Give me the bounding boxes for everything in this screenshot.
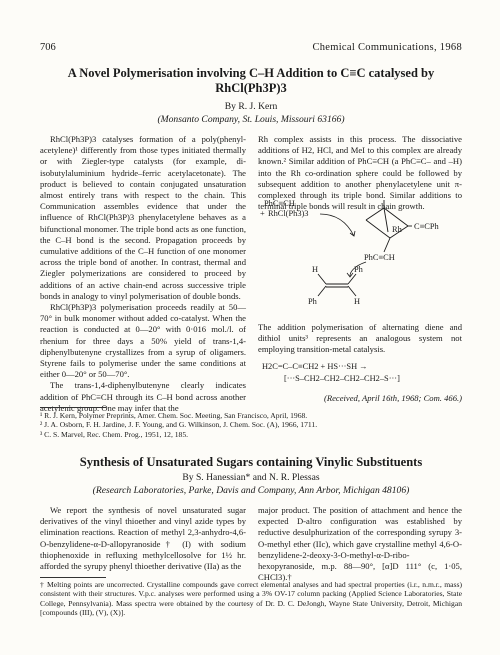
- polymer-equation-line-1: H2C=C–C≡CH2 + HS···SH →: [262, 362, 368, 371]
- received-date: (Received, April 16th, 1968; Com. 466.): [323, 393, 462, 403]
- footnote-divider: [40, 577, 106, 578]
- reference-divider: [40, 407, 106, 408]
- article-affiliation: (Monsanto Company, St. Louis, Missouri 6…: [157, 114, 345, 125]
- journal-name: Chemical Communications, 1968: [312, 42, 462, 53]
- body-paragraph: Rh complex assists in this process. The …: [258, 134, 462, 212]
- scheme-ph-left: Ph: [308, 297, 318, 306]
- scheme-reactant-1: PhC≡CH: [264, 199, 295, 208]
- footnote-text: † Melting points are uncorrected. Crysta…: [40, 580, 462, 618]
- reaction-scheme: PhC≡CH + RhCl(Ph3)3 Rh C≡CPh PhC≡CH H Ph…: [260, 199, 440, 306]
- article-body-left-column: RhCl(Ph3P)3 catalyses formation of a pol…: [40, 134, 246, 414]
- scheme-arrow-2: [349, 261, 367, 277]
- reference-item: ³ C. S. Marvel, Rec. Chem. Prog., 1951, …: [40, 429, 189, 439]
- reference-item: ² J. A. Osborn, F. H. Jardine, J. F. You…: [40, 420, 318, 430]
- article-2-title: Synthesis of Unsaturated Sugars containi…: [79, 455, 423, 469]
- metallacycle: [365, 200, 412, 253]
- butenyne-product: [317, 273, 357, 297]
- polymer-equation: H2C=C–C≡CH2 + HS···SH → [···S–CH2–CH2–CH…: [262, 361, 462, 385]
- scheme-arrow-1: [319, 213, 355, 237]
- scheme-plus: +: [260, 209, 265, 218]
- scheme-ring-substituent: C≡CPh: [414, 222, 440, 231]
- scheme-h-right: H: [354, 297, 360, 306]
- reference-item: ¹ R. J. Kern, Polymer Preprints, Amer. C…: [40, 411, 308, 420]
- scheme-reactant-2: RhCl(Ph3)3: [268, 209, 309, 218]
- scheme-ph-right: Ph: [354, 265, 364, 274]
- article-body-right-column-lower: The addition polymerisation of alternati…: [258, 322, 462, 356]
- body-paragraph: RhCl(Ph3P)3 catalyses formation of a pol…: [40, 134, 246, 301]
- body-paragraph: We report the synthesis of novel unsatur…: [40, 505, 246, 572]
- article-2-left-column: We report the synthesis of novel unsatur…: [40, 505, 246, 572]
- scheme-ring-bottom: PhC≡CH: [364, 253, 395, 262]
- scheme-h-left: H: [312, 265, 318, 274]
- page-number: 706: [40, 42, 56, 53]
- footnote: † Melting points are uncorrected. Crysta…: [40, 580, 462, 618]
- scheme-rh-label: Rh: [392, 225, 403, 234]
- body-paragraph: The addition polymerisation of alternati…: [258, 322, 462, 355]
- article-2-authors: By S. Hanessian* and N. R. Plessas: [182, 472, 320, 483]
- article-2-affiliation: (Research Laboratories, Parke, Davis and…: [92, 485, 410, 496]
- body-paragraph: RhCl(Ph3P)3 polymerisation proceeds read…: [40, 302, 246, 380]
- article-title: A Novel Polymerisation involving C–H Add…: [67, 66, 435, 95]
- body-paragraph: The trans-1,4-diphenylbutenyne clearly i…: [40, 380, 246, 413]
- references: ¹ R. J. Kern, Polymer Preprints, Amer. C…: [40, 411, 462, 439]
- article-body-right-column: Rh complex assists in this process. The …: [258, 134, 462, 212]
- article-2-right-column: major product. The position of attachmen…: [258, 505, 462, 583]
- body-paragraph: major product. The position of attachmen…: [258, 505, 462, 583]
- polymer-equation-line-2: [···S–CH2–CH2–CH2–CH2–S···]: [284, 374, 400, 383]
- article-author: By R. J. Kern: [224, 101, 278, 112]
